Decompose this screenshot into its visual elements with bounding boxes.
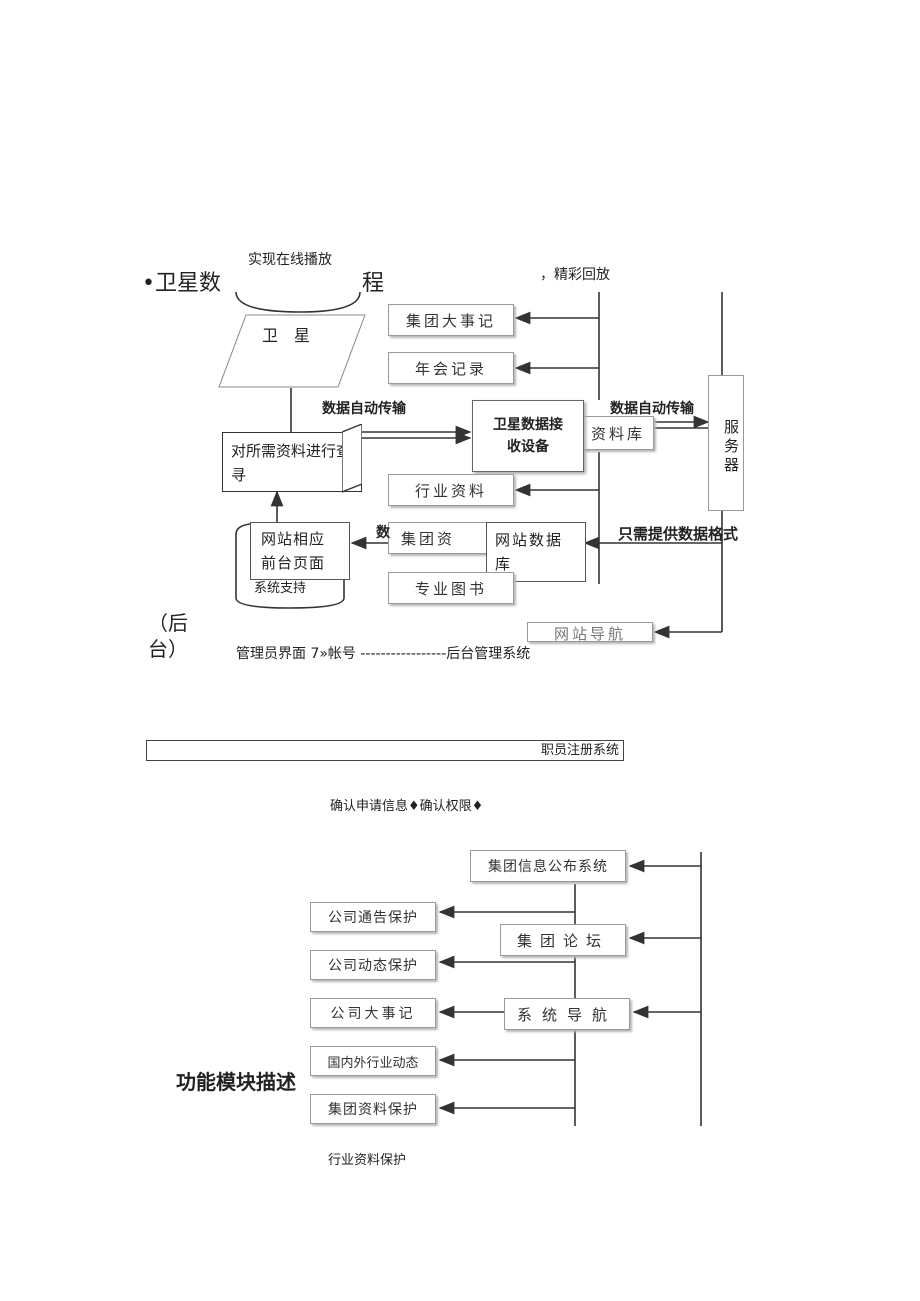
data-auto-left: 数据自动传输 — [322, 401, 406, 417]
group-info-box: 集团信息公布系统 — [470, 850, 626, 882]
group-events-box: 集团大事记 — [388, 304, 514, 336]
system-nav-box: 系统导航 — [504, 998, 630, 1030]
data-lib-box: 资料库 — [582, 416, 654, 450]
group-data-box: 集团资 — [388, 522, 488, 554]
left-item-4: 集团资料保护 — [310, 1094, 436, 1124]
section-title-right: 程 — [362, 271, 385, 296]
annual-meeting-box: 年会记录 — [388, 352, 514, 384]
query-box: 对所需资料进行查寻 — [222, 432, 362, 492]
caption-replay: ，精彩回放 — [540, 267, 610, 283]
shu-partial: 数 — [376, 525, 390, 541]
footer-caption: 行业资料保护 — [328, 1153, 407, 1168]
pro-books-box: 专业图书 — [388, 572, 514, 604]
satellite-shape: 卫 星 — [218, 314, 366, 388]
industry-data-box: 行业资料 — [388, 474, 514, 506]
query-box-depth — [342, 424, 362, 493]
section-title-left: •卫星数 — [142, 271, 221, 296]
group-forum-box: 集团论坛 — [500, 924, 626, 956]
module-title: 功能模块描述 — [176, 1070, 296, 1094]
site-nav-box: 网站导航 — [527, 622, 653, 642]
register-label: 职员注册系统 — [540, 743, 619, 758]
left-item-0: 公司通告保护 — [310, 902, 436, 932]
admin-line: 管理员界面 7»帐号 -----------------后台管理系统 — [236, 646, 531, 662]
dish-arc — [235, 291, 361, 313]
left-item-2: 公司大事记 — [310, 998, 436, 1028]
data-auto-right: 数据自动传输 — [610, 401, 694, 417]
query-box-label: 对所需资料进行查寻 — [231, 442, 352, 484]
front-page-box: 网站相应前台页面 — [250, 522, 350, 580]
only-format-label: 只需提供数据格式 — [618, 525, 739, 543]
register-bar: 职员注册系统 — [146, 740, 624, 761]
server-box: 服务器 — [708, 375, 744, 511]
backend-paren: （后台） — [148, 611, 188, 661]
receiver-box: 卫星数据接收设备 — [472, 400, 584, 472]
satellite-label: 卫 星 — [262, 326, 311, 345]
left-item-3: 国内外行业动态 — [310, 1046, 436, 1076]
left-item-1: 公司动态保护 — [310, 950, 436, 980]
caption-online-play: 实现在线播放 — [248, 252, 332, 268]
confirm-line: 确认申请信息♦确认权限♦ — [330, 799, 484, 814]
system-support: 系统支持 — [254, 581, 307, 596]
